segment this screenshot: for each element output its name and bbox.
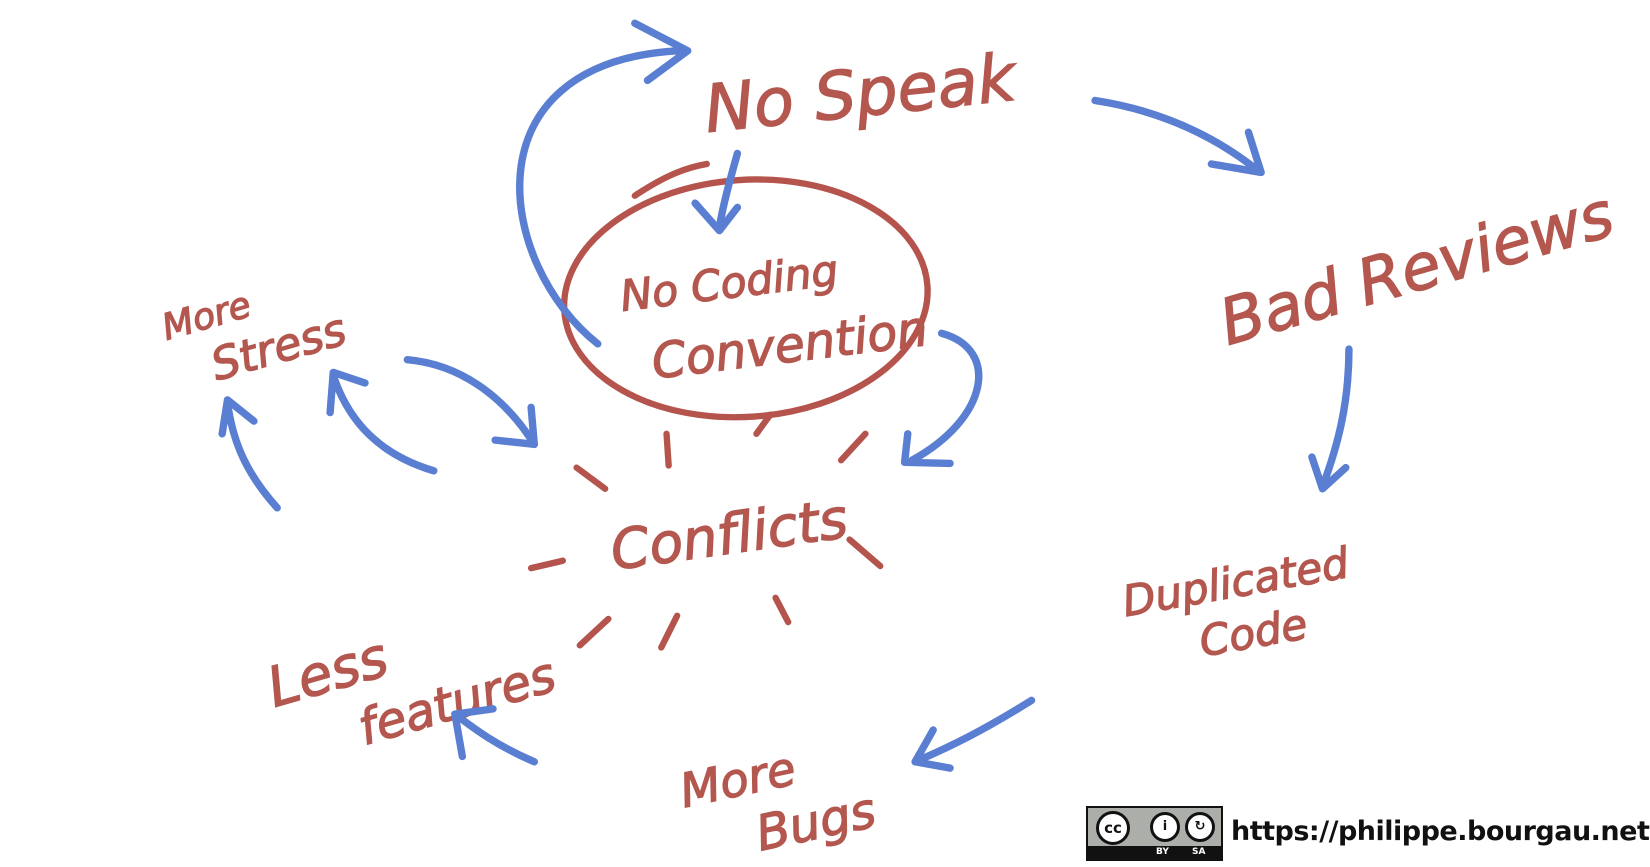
arrow-to-more-bugs xyxy=(911,696,1036,772)
node-more-bugs-group: More Bugs xyxy=(675,741,882,864)
arrow-to-less-features xyxy=(451,705,538,766)
arrow-to-duplicated-code xyxy=(1308,345,1353,493)
by-label: BY xyxy=(1156,847,1169,857)
node-less-features-group: Less features xyxy=(260,624,563,757)
arrow-stress-to-conflicts xyxy=(403,356,538,449)
arrow-conflicts-to-stress xyxy=(326,368,438,475)
badge-bar xyxy=(1088,846,1221,859)
arrow-no-speak-to-convention xyxy=(691,149,742,235)
node-conflicts: Conflicts xyxy=(607,486,852,583)
arrow-convention-to-no-speak xyxy=(516,19,692,348)
arrow-to-more-stress xyxy=(218,396,281,512)
share-alike-icon: ↻ xyxy=(1185,812,1215,842)
node-bad-reviews: Bad Reviews xyxy=(1212,177,1622,360)
circle-overlap-stroke xyxy=(631,160,710,199)
node-no-speak: No Speak xyxy=(701,40,1022,148)
attribution-icon: i xyxy=(1150,812,1180,842)
conflict-burst-dashes xyxy=(527,411,884,651)
arrow-convention-to-conflicts xyxy=(900,329,983,468)
arrow-to-bad-reviews xyxy=(1091,96,1265,177)
node-duplicated-group: Duplicated Code xyxy=(1118,537,1354,667)
node-more-stress-group: More Stress xyxy=(157,284,352,392)
author-url: https://philippe.bourgau.net xyxy=(1231,816,1650,847)
node-no-coding: No Coding xyxy=(618,246,841,321)
node-convention: Convention xyxy=(649,301,931,390)
cc-icon: cc xyxy=(1096,811,1130,845)
cc-by-sa-license-badge: cc i ↻ BY SA xyxy=(1086,806,1223,861)
sa-label: SA xyxy=(1192,847,1206,857)
